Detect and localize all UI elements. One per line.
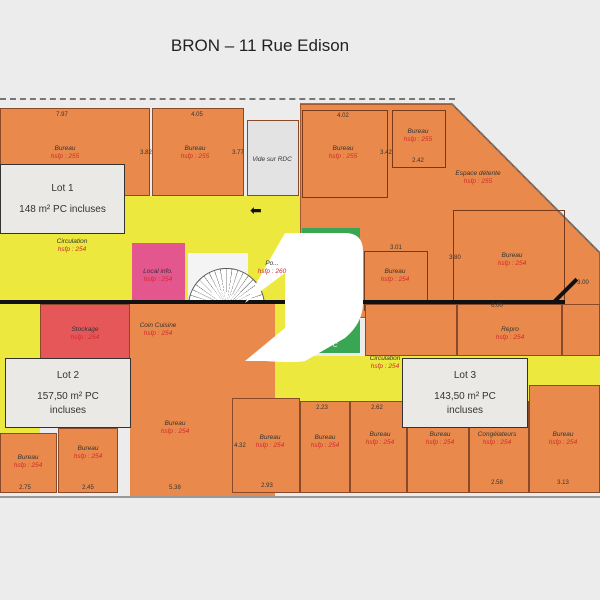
room-repro bbox=[457, 304, 562, 356]
label-vide-rdc: Vide sur RDC bbox=[252, 156, 292, 164]
room-bureau-b4 bbox=[300, 401, 350, 493]
watermark-logo bbox=[245, 233, 363, 362]
dimension: 2.62 bbox=[371, 405, 383, 411]
room-bureau-b7 bbox=[529, 385, 600, 493]
lot-2-label: Lot 2 157,50 m² PC incluses bbox=[5, 358, 131, 428]
lot-name: Lot 1 bbox=[51, 182, 74, 194]
lot-3-label: Lot 3 143,50 m² PC incluses bbox=[402, 358, 528, 428]
dimension: 2.75 bbox=[19, 485, 31, 491]
lot-divider-line bbox=[0, 300, 565, 304]
facade-line bbox=[0, 98, 455, 100]
entrance-arrow-icon: ⬅ bbox=[250, 202, 262, 218]
dimension: 2.42 bbox=[412, 158, 424, 164]
dimension: 3.77 bbox=[232, 150, 244, 156]
room-bureau-4 bbox=[392, 110, 446, 168]
dimension: 2.58 bbox=[491, 480, 503, 486]
lot-area: 157,50 m² PC bbox=[37, 391, 99, 403]
espace-detente-area bbox=[300, 103, 600, 318]
label-palier: Po...hsfp : 260 bbox=[257, 260, 287, 275]
room-bureau-b1 bbox=[0, 433, 57, 493]
label-sanitaires: Sani... bbox=[315, 304, 335, 312]
dimension: 4.05 bbox=[191, 112, 203, 118]
dimension: 4.02 bbox=[337, 113, 349, 119]
dimension: 3.13 bbox=[557, 480, 569, 486]
dimension: 7.97 bbox=[56, 112, 68, 118]
room-vide-rdc bbox=[247, 120, 299, 196]
dimension: 4.32 bbox=[234, 443, 246, 449]
room-bureau-3 bbox=[302, 110, 388, 198]
room-bureau-b3 bbox=[232, 398, 300, 493]
room-bureau-2 bbox=[152, 108, 244, 196]
dimension: 3.82 bbox=[140, 150, 152, 156]
lot-area-suffix: incluses bbox=[49, 404, 87, 416]
dimension: 3.42 bbox=[380, 150, 392, 156]
facade-line-bottom bbox=[0, 496, 600, 498]
room-local-info bbox=[132, 243, 185, 301]
lot-area: 148 m² PC incluses bbox=[19, 204, 106, 215]
lot-name: Lot 2 bbox=[56, 369, 80, 381]
dimension: 6.00 bbox=[491, 303, 503, 309]
dimension: 3.01 bbox=[390, 245, 402, 251]
room-office-strip bbox=[365, 304, 457, 356]
lot-1-label: Lot 1 148 m² PC incluses bbox=[0, 164, 125, 234]
dimension: 3.00 bbox=[577, 280, 589, 286]
lot-name: Lot 3 bbox=[453, 369, 477, 381]
room-bureau-b2 bbox=[58, 428, 118, 493]
room-bureau-b5 bbox=[350, 401, 407, 493]
label-pc: PC bbox=[328, 342, 338, 350]
plan-title: BRON – 11 Rue Edison bbox=[170, 36, 350, 55]
dimension: 2.23 bbox=[316, 405, 328, 411]
dimension: 5.38 bbox=[169, 485, 181, 491]
room-right-corner bbox=[562, 304, 600, 356]
dimension: 2.45 bbox=[82, 485, 94, 491]
dimension: 3.80 bbox=[449, 255, 461, 261]
dimension: 2.93 bbox=[261, 483, 273, 489]
lot-area: 143,50 m² PC bbox=[434, 391, 496, 403]
lot-area-suffix: incluses bbox=[446, 404, 484, 416]
label-local-info: Local info.hsfp : 254 bbox=[143, 268, 173, 283]
